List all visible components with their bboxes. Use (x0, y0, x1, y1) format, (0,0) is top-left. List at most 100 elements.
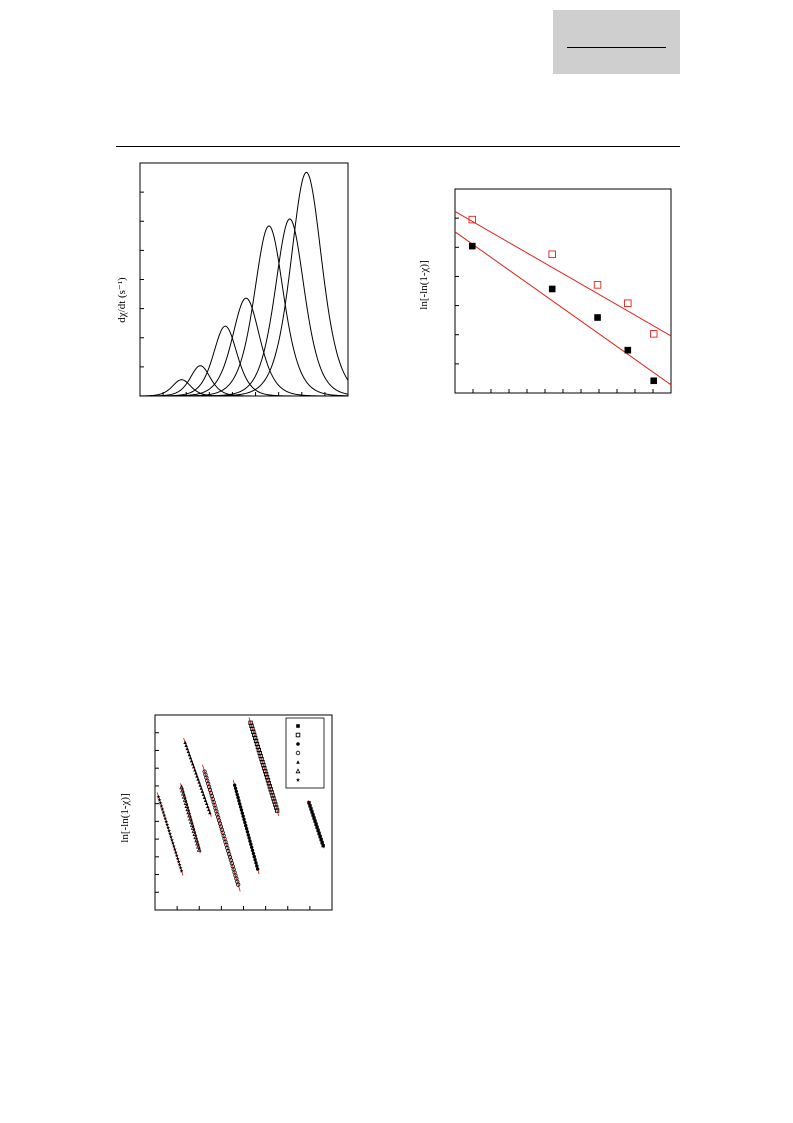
figure-c-point (172, 847, 177, 852)
figure-c-point (250, 848, 255, 853)
figure-c-point (254, 861, 258, 865)
figure-c-point (320, 840, 324, 845)
figure-a-curve-5 (140, 225, 349, 397)
figure-a-curves (139, 171, 349, 397)
figure-c-point (240, 811, 245, 815)
figure-b-plot (454, 211, 672, 386)
figure-c-point (201, 792, 206, 796)
figure-c-point (197, 780, 201, 784)
figure-c-point (194, 837, 199, 843)
figure-c-legend-marker (296, 724, 300, 728)
figure-b-point (594, 314, 601, 321)
figure-c-ylabel: ln[-ln(1-χ)] (119, 793, 131, 842)
figure-c-legend-marker (295, 777, 301, 782)
figure-c-point (314, 822, 318, 826)
figure-b-point (593, 281, 602, 289)
figure-c-point (242, 817, 246, 822)
figure-c-point (202, 795, 207, 799)
figure-c: ln[-ln(1-χ)] (115, 712, 340, 917)
figure-c-legend-marker (295, 732, 301, 738)
figure-c-point (170, 838, 174, 842)
figure-c-point (239, 808, 244, 812)
figure-c-point (185, 806, 191, 812)
figure-c-point (233, 786, 238, 791)
figure-c-point (195, 774, 199, 778)
figure-c-point (190, 825, 196, 830)
figure-c-point (163, 816, 168, 821)
figure-c-point (319, 837, 323, 842)
figure-c-point (208, 810, 212, 815)
figure-c-point (173, 850, 178, 855)
figure-c-point (236, 882, 241, 887)
figure-c-point (248, 839, 252, 843)
figure-c-point (244, 826, 249, 831)
figure-c-point (161, 810, 166, 814)
figure-c-ticks (155, 732, 311, 910)
figure-c-point (183, 800, 189, 805)
figure-c-point (207, 807, 211, 812)
figure-c-point (246, 833, 250, 837)
figure-c-point (193, 768, 197, 772)
figure-c-point (236, 795, 240, 800)
figure-b-point (548, 285, 556, 293)
figure-c-point (243, 820, 247, 825)
figure-c-point (308, 804, 312, 808)
figure-c-point (170, 841, 175, 845)
figure-c-point (315, 825, 319, 829)
figure-c-point (238, 805, 243, 809)
figure-b: ln[-ln(1-χ)] (415, 185, 680, 405)
figure-b-fit-line-2 (454, 231, 672, 386)
figure-c-point (238, 802, 242, 806)
figure-a-curve-3 (140, 325, 348, 397)
figure-c-point (186, 809, 191, 815)
figure-c-point (193, 834, 199, 840)
figure-c-fit-line-2 (180, 783, 201, 854)
figure-c-point (203, 798, 208, 802)
figure-c-point (198, 783, 202, 787)
figure-c-point (312, 816, 316, 820)
figure-c-point (179, 784, 184, 790)
figure-c-point (184, 803, 190, 808)
figure-c-point (177, 862, 182, 867)
figure-c-point (321, 843, 325, 848)
figure-c-point (181, 793, 187, 799)
figure-c-point (251, 851, 256, 856)
figure-c-point (317, 831, 321, 836)
figure-c-point (237, 799, 241, 803)
figure-c-point (180, 790, 186, 796)
figure-c-point (179, 868, 184, 873)
figure-c-point (192, 765, 196, 769)
figure-c-point (199, 786, 203, 790)
figure-c-point (232, 783, 237, 787)
figure-c-point (188, 818, 194, 824)
figure-c-point (252, 854, 256, 859)
figure-c-point (200, 789, 205, 793)
figure-c-point (192, 831, 198, 837)
figure-c-plot (156, 717, 325, 892)
figure-c-point (196, 846, 202, 852)
figure-c-point (164, 819, 169, 824)
figure-c-point (189, 758, 194, 763)
figure-c-point (162, 813, 167, 818)
figure-c-legend-marker (296, 760, 300, 764)
figure-c-point (187, 752, 192, 757)
figure-b-point (624, 346, 632, 354)
figure-c-point (190, 761, 195, 766)
figure-c-point (309, 807, 313, 811)
figure-c-point (184, 743, 188, 748)
figure-b-fit-line-1 (454, 211, 672, 337)
figure-c-point (241, 814, 245, 818)
figure-b-ylabel: ln[-ln(1-χ)] (418, 260, 430, 309)
figure-c-point (165, 822, 170, 827)
figure-c-point (188, 755, 193, 760)
figure-c-point (255, 864, 259, 868)
figure-c-legend-marker (296, 742, 300, 746)
figure-b-point (650, 377, 658, 385)
figure-a-curve-4 (140, 297, 348, 397)
header-gray-box (553, 10, 680, 74)
figure-c-point (157, 797, 162, 802)
figure-c-point (156, 794, 161, 799)
figure-c-legend-marker (295, 750, 301, 756)
figure-c-point (175, 856, 180, 861)
figure-c-point (186, 749, 191, 754)
